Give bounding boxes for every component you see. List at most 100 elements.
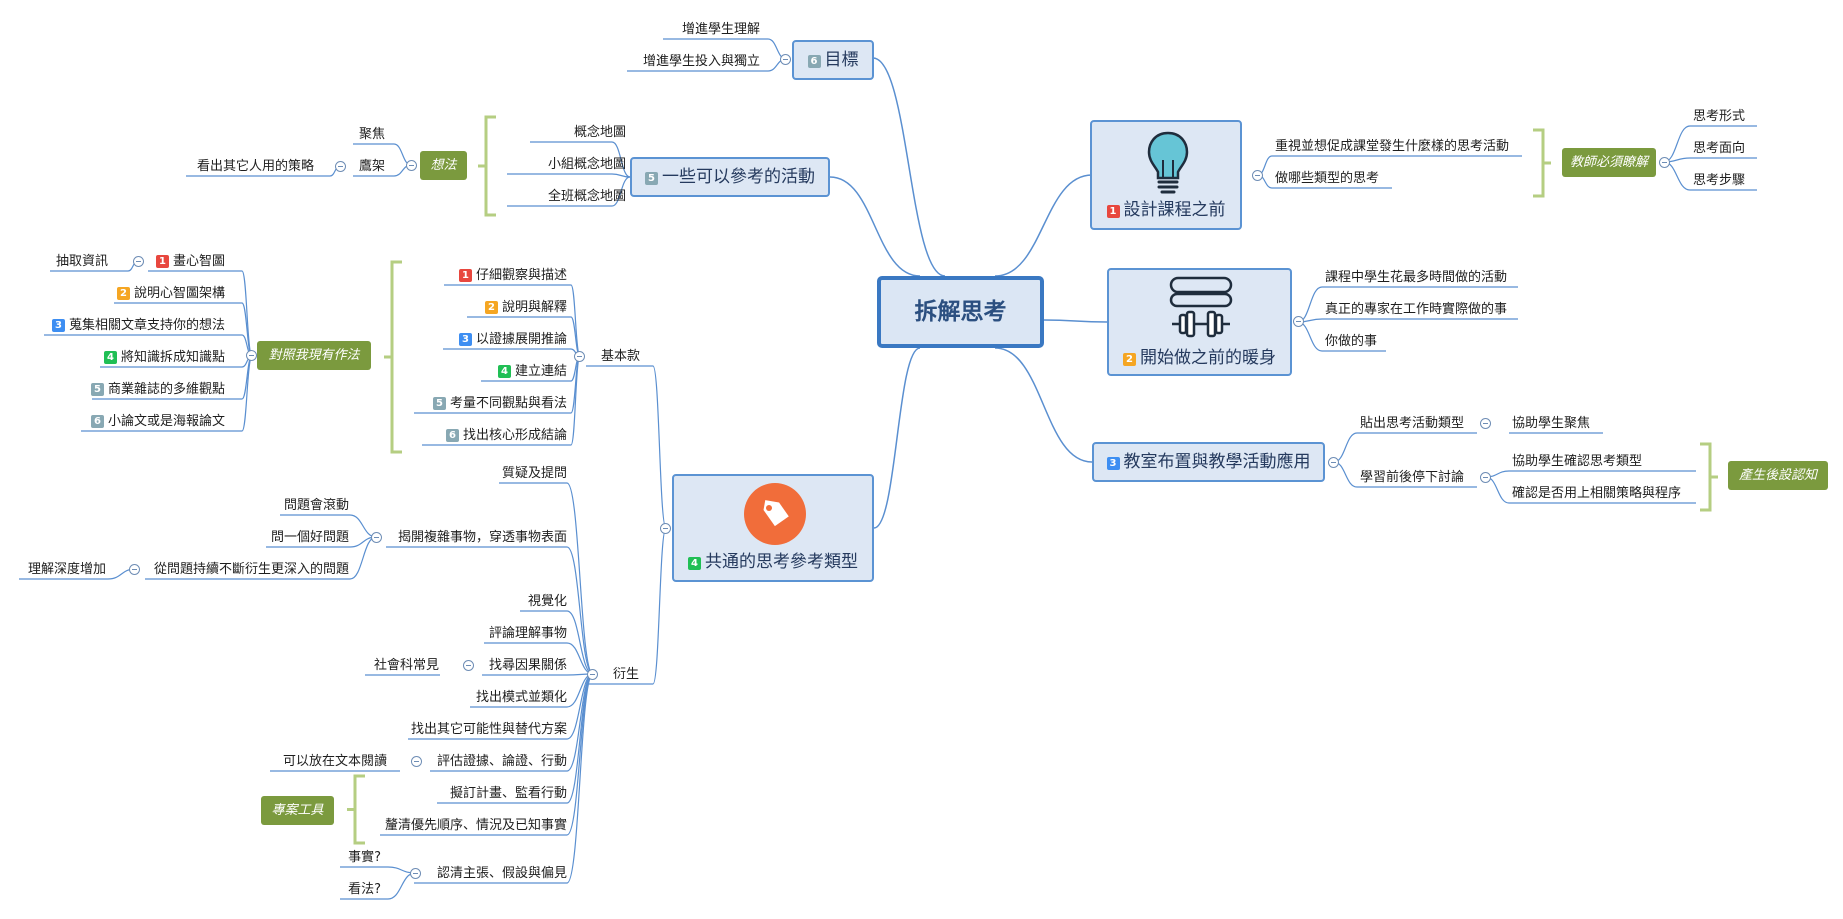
b5-summary-child-scaffold[interactable]: 鷹架 <box>358 159 385 174</box>
connector <box>566 673 594 884</box>
b5-summary-child-focus[interactable]: 聚焦 <box>358 127 385 142</box>
summary-project-tool[interactable]: 專案工具 <box>261 796 334 825</box>
derived-critique[interactable]: 評論理解事物 <box>488 626 567 641</box>
collapse-toggle[interactable] <box>129 564 140 575</box>
connector <box>566 482 594 675</box>
collapse-toggle[interactable] <box>463 660 474 671</box>
collapse-toggle[interactable] <box>780 54 791 65</box>
derived-deeper-questions[interactable]: 從問題持續不斷衍生更深入的問題 <box>153 562 349 577</box>
derived-question-rolling[interactable]: 問題會滾動 <box>283 498 349 513</box>
collapse-toggle[interactable] <box>1328 457 1339 468</box>
b5-child-class-map[interactable]: 全班概念地圖 <box>547 189 626 204</box>
priority-5-marker: 5 <box>432 397 446 410</box>
derived-uncover-complexity[interactable]: 揭開複雜事物，穿透事物表面 <box>397 530 567 545</box>
collapse-toggle[interactable] <box>1480 418 1491 429</box>
b5-summary-sub-others-strategy[interactable]: 看出其它人用的策略 <box>196 159 314 174</box>
derived-cause-effect[interactable]: 找尋因果關係 <box>488 658 567 673</box>
b5-child-group-map[interactable]: 小組概念地圖 <box>547 157 626 172</box>
b3-child-post-types[interactable]: 貼出思考活動類型 <box>1360 416 1465 431</box>
derived-fact[interactable]: 事實? <box>348 850 381 865</box>
collapse-toggle[interactable] <box>587 669 598 680</box>
derived-evaluate-evidence[interactable]: 評估證據、論證、行動 <box>436 754 567 769</box>
b5-child-concept-map[interactable]: 概念地圖 <box>573 125 626 140</box>
connector <box>1297 321 1323 352</box>
collapse-toggle[interactable] <box>406 160 417 171</box>
connector <box>1333 432 1358 463</box>
priority-6-marker: 6 <box>90 415 104 428</box>
collapse-toggle[interactable] <box>1252 170 1263 181</box>
item-text: 小論文或是海報論文 <box>107 414 225 429</box>
collapse-toggle[interactable] <box>411 756 422 767</box>
derived-claims-assumptions[interactable]: 認清主張、假設與偏見 <box>436 866 567 881</box>
derived-plan-monitor[interactable]: 擬訂計畫、監看行動 <box>449 786 567 801</box>
b3-child-help-focus[interactable]: 協助學生聚焦 <box>1512 416 1591 431</box>
b3-child-confirm-type[interactable]: 協助學生確認思考類型 <box>1512 454 1643 469</box>
derived-text-reading[interactable]: 可以放在文本閱讀 <box>282 754 387 769</box>
b4-basic-label[interactable]: 基本款 <box>600 349 640 364</box>
summary-bracket <box>384 260 402 454</box>
derived-priorities[interactable]: 釐清優先順序、情況及已知事實 <box>384 818 567 833</box>
collapse-toggle[interactable] <box>574 351 585 362</box>
compare-item-1-sub[interactable]: 抽取資訊 <box>55 254 108 269</box>
connector <box>652 527 667 685</box>
b2-child-student-time[interactable]: 課程中學生花最多時間做的活動 <box>1325 270 1508 285</box>
priority-4-marker: 4 <box>497 365 511 378</box>
summary-metacognition[interactable]: 產生後設認知 <box>1728 461 1828 490</box>
b1-summary-child-steps[interactable]: 思考步驟 <box>1693 173 1746 188</box>
b1-child-thinking-activities[interactable]: 重視並想促成課堂發生什麼樣的思考活動 <box>1275 139 1510 154</box>
central-topic[interactable]: 拆解思考 <box>877 276 1044 348</box>
item-text: 以證據展開推論 <box>475 332 567 347</box>
b3-child-pause-discuss[interactable]: 學習前後停下討論 <box>1360 470 1465 485</box>
collapse-toggle[interactable] <box>246 350 257 361</box>
b2-child-what-you-do[interactable]: 你做的事 <box>1325 334 1378 349</box>
b4-derived-label[interactable]: 衍生 <box>612 667 639 682</box>
derived-question-raise[interactable]: 質疑及提問 <box>501 466 567 481</box>
b1-summary-child-form[interactable]: 思考形式 <box>1693 109 1746 124</box>
summary-ideas[interactable]: 想法 <box>420 151 467 180</box>
collapse-toggle[interactable] <box>133 256 144 267</box>
derived-patterns[interactable]: 找出模式並類化 <box>475 690 567 705</box>
collapse-toggle[interactable] <box>660 523 671 534</box>
b2-child-expert-work[interactable]: 真正的專家在工作時實際做的事 <box>1325 302 1508 317</box>
derived-deeper-understanding[interactable]: 理解深度增加 <box>27 562 106 577</box>
collapse-toggle[interactable] <box>1659 157 1670 168</box>
collapse-toggle[interactable] <box>1480 472 1491 483</box>
summary-bracket <box>1700 442 1718 512</box>
b6-child-understanding[interactable]: 增進學生理解 <box>681 22 760 37</box>
connector <box>241 355 253 432</box>
derived-social-studies[interactable]: 社會科常見 <box>373 658 439 673</box>
collapse-toggle[interactable] <box>1293 316 1304 327</box>
collapse-toggle[interactable] <box>371 532 382 543</box>
item-text: 商業雜誌的多維觀點 <box>107 382 225 397</box>
derived-alternatives[interactable]: 找出其它可能性與替代方案 <box>410 722 567 737</box>
b1-child-thinking-types[interactable]: 做哪些類型的思考 <box>1275 171 1380 186</box>
b3-child-confirm-strategy[interactable]: 確認是否用上相關策略與程序 <box>1512 486 1682 501</box>
collapse-toggle[interactable] <box>335 161 346 172</box>
summary-teacher-must-know[interactable]: 教師必須瞭解 <box>1562 148 1656 177</box>
b1-summary-child-aspect[interactable]: 思考面向 <box>1693 141 1746 156</box>
summary-compare-my-practice[interactable]: 對照我現有作法 <box>257 341 371 370</box>
derived-opinion[interactable]: 看法? <box>348 882 381 897</box>
derived-good-question[interactable]: 問一個好問題 <box>270 530 349 545</box>
collapse-toggle[interactable] <box>410 868 421 879</box>
b6-child-engagement[interactable]: 增進學生投入與獨立 <box>642 54 760 69</box>
derived-visualize[interactable]: 視覺化 <box>527 594 567 609</box>
